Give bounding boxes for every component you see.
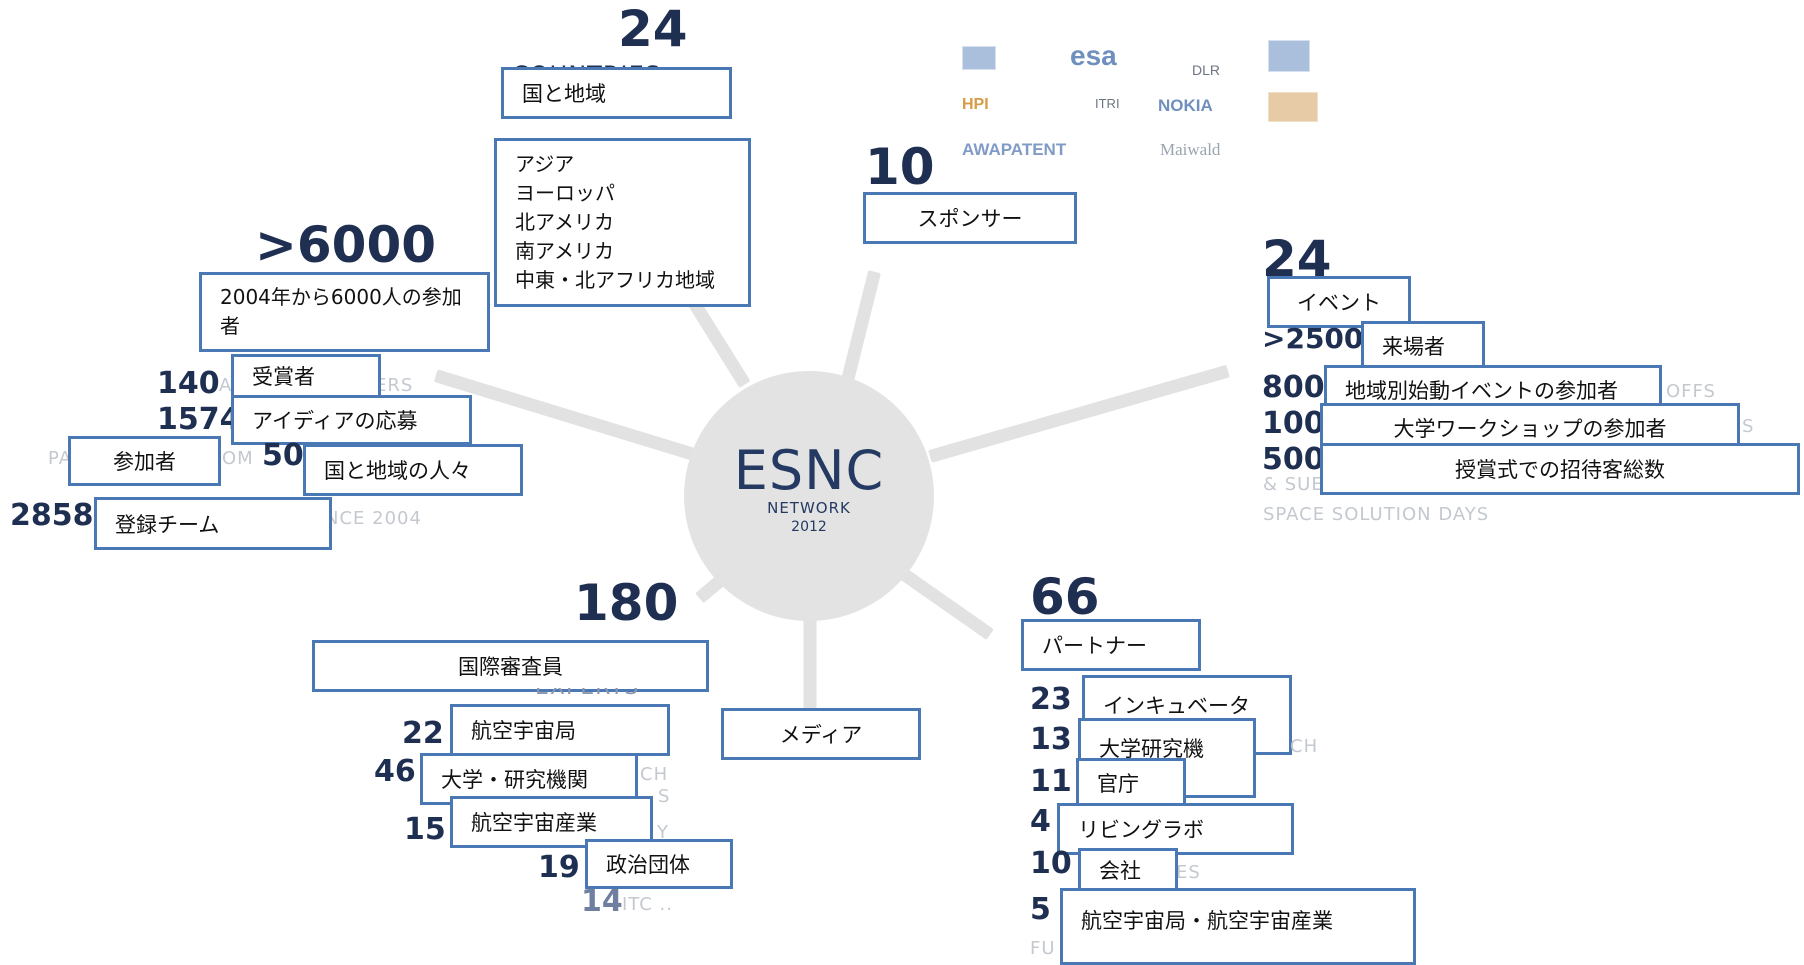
- sponsor-logo-nokia: NOKIA: [1158, 96, 1213, 115]
- companies-label: 会社: [1078, 848, 1178, 892]
- partners-footer-ghost: FU: [1030, 938, 1056, 959]
- research-number: 13: [1030, 722, 1072, 757]
- research-ghost: CH: [1290, 736, 1319, 757]
- events-footer: SPACE SOLUTION DAYS: [1263, 504, 1490, 525]
- kickoff-number: 800: [1262, 370, 1325, 405]
- participants-sub-label: 参加者: [68, 436, 221, 486]
- visitors-label: 来場者: [1361, 321, 1485, 371]
- countries-regions: アジア ヨーロッパ 北アメリカ 南アメリカ 中東・北アフリカ地域: [494, 138, 751, 307]
- countries-label: 国と地域: [501, 67, 732, 119]
- spoke-sponsors: [841, 270, 881, 381]
- agencies-industry-label: 航空宇宙局・航空宇宙産業: [1060, 888, 1416, 965]
- region-item: 北アメリカ: [515, 210, 614, 234]
- government-label: 官庁: [1076, 758, 1186, 808]
- industry-ghost: Y: [657, 822, 669, 843]
- ideas-label: アイディアの応募: [231, 395, 472, 445]
- companies-ghost: ES: [1176, 862, 1201, 883]
- spoke-media: [803, 611, 817, 712]
- teams-label: 登録チーム: [94, 497, 332, 550]
- sponsor-logo-hpi: HPI: [962, 96, 989, 113]
- kickoff-ghost: OFFS: [1666, 381, 1716, 402]
- participants-label: 2004年から6000人の参加者: [199, 272, 490, 352]
- ceremony-number: 500: [1262, 442, 1325, 477]
- hub-year: 2012: [791, 519, 827, 535]
- partners-label: パートナー: [1021, 619, 1201, 671]
- spoke-events: [928, 364, 1230, 463]
- sponsor-logo-itri: ITRI: [1095, 96, 1120, 111]
- winners-label: 受賞者: [231, 354, 381, 398]
- itc-ghost: ITC ..: [622, 894, 673, 915]
- countries-people-ghost-mid: OM: [222, 448, 254, 469]
- incubators-number: 23: [1030, 682, 1072, 717]
- experts-label: 国際審査員: [312, 640, 709, 692]
- region-item: 中東・北アフリカ地域: [515, 268, 715, 292]
- countries-number: 24: [618, 0, 688, 58]
- sponsor-logo-awapatent: AWAPATENT: [962, 140, 1067, 159]
- sponsor-logo-esa: esa: [1070, 40, 1117, 71]
- government-number: 11: [1030, 764, 1072, 799]
- universities-number: 46: [374, 754, 416, 789]
- region-item: 南アメリカ: [515, 239, 614, 263]
- ceremony-ghost: & SUE: [1263, 474, 1324, 495]
- teams-ghost: NCE 2004: [325, 508, 422, 529]
- companies-number: 10: [1030, 846, 1072, 881]
- universities-ghost2: S: [658, 786, 671, 807]
- media-label: メディア: [721, 708, 921, 760]
- agencies-number: 22: [402, 716, 444, 751]
- countries-people-number: 50: [262, 438, 304, 473]
- livinglab-number: 4: [1030, 804, 1051, 839]
- industry-number: 15: [404, 812, 446, 847]
- agencies-industry-number: 5: [1030, 892, 1051, 927]
- partners-number: 66: [1030, 568, 1100, 626]
- eu-flag-icon: [962, 46, 996, 70]
- countries-ghost-label: COUNTRIES: [512, 58, 661, 72]
- political-label: 政治団体: [585, 839, 733, 889]
- sponsor-logo-dlr: DLR: [1192, 62, 1221, 78]
- hub-subtitle: NETWORK: [767, 499, 851, 517]
- participants-number: >6000: [255, 216, 437, 274]
- workshop-ghost: S: [1742, 416, 1755, 437]
- political-number: 19: [538, 850, 580, 885]
- sponsors-label: スポンサー: [863, 192, 1077, 244]
- itc-number: 14: [581, 884, 623, 919]
- spoke-partners: [896, 566, 994, 640]
- hub-title: ESNC: [733, 439, 885, 502]
- experts-number: 180: [574, 574, 679, 632]
- workshop-number: 100: [1262, 406, 1325, 441]
- countries-people-label: 国と地域の人々: [303, 444, 523, 496]
- experts-ghost: EXPERTS: [535, 688, 639, 700]
- winners-number: 140: [157, 366, 220, 401]
- esnc-hub: ESNC NETWORK 2012: [684, 371, 934, 621]
- ceremony-label: 授賞式での招待客総数: [1320, 443, 1800, 495]
- sponsors-number: 10: [865, 138, 935, 196]
- universities-ghost: CH: [640, 764, 669, 785]
- agencies-label: 航空宇宙局: [450, 704, 670, 756]
- eu-commission-icon: [1268, 40, 1310, 72]
- ideas-number: 1574: [157, 402, 241, 437]
- visitors-number: >2500: [1262, 322, 1364, 355]
- winners-ghost: A: [219, 375, 233, 396]
- teams-number: 2858: [10, 498, 94, 533]
- countries-people-ghost: PA: [48, 448, 73, 469]
- sponsor-logo-maiwald: Maiwald: [1160, 140, 1221, 159]
- region-item: アジア: [515, 152, 575, 176]
- events-label: イベント: [1267, 276, 1411, 328]
- bavaria-crest-icon: [1268, 92, 1318, 122]
- region-item: ヨーロッパ: [515, 181, 615, 205]
- winners-ghost-right: ERS: [375, 375, 414, 396]
